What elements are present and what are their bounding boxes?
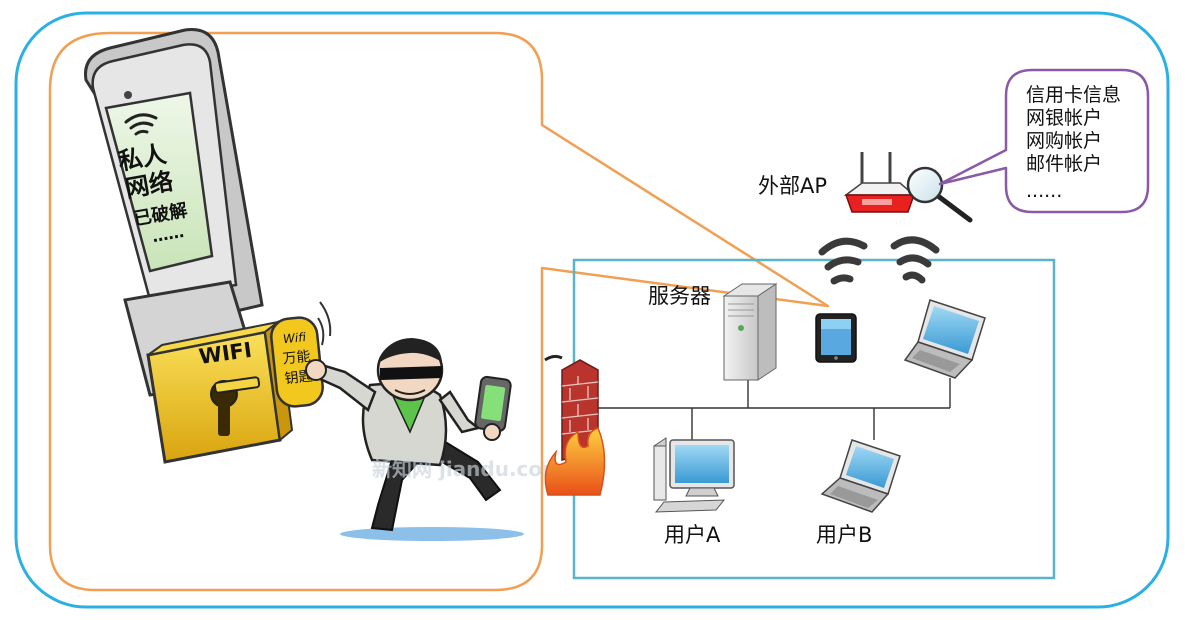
wifi-screen-icon — [124, 113, 158, 136]
tablet-icon — [815, 313, 857, 363]
callout-line-3: 网购帐户 — [1026, 130, 1102, 152]
phone-screen-text: 私人 网络 已破解 …… — [116, 140, 189, 246]
thief-figure — [305, 338, 524, 541]
desktop-computer-icon — [653, 437, 735, 513]
server-label: 服务器 — [648, 284, 711, 308]
internal-network-box — [572, 258, 1056, 580]
thief-phone-icon — [474, 375, 512, 441]
laptop-icon-ap — [903, 299, 986, 379]
callout-line-4: 邮件帐户 — [1026, 153, 1102, 175]
callout-line-5: ...... — [1026, 180, 1062, 202]
callout-line-2: 网银帐户 — [1026, 107, 1102, 129]
key-line-1: Wifi — [282, 330, 307, 346]
flame-icon — [544, 427, 606, 496]
stolen-info-callout — [938, 68, 1150, 214]
wifi-padlock: WIFI Wifi 万能 钥匙 — [146, 301, 332, 464]
ap-label: 外部AP — [758, 174, 827, 198]
server-icon — [722, 283, 778, 381]
thief-shadow — [340, 527, 524, 541]
wifi-signal-left-icon — [818, 237, 868, 285]
thief-mask — [380, 366, 442, 380]
key-line-2: 万能 — [282, 349, 312, 368]
wifi-signal-right-icon — [890, 236, 940, 284]
user-a-label: 用户A — [664, 523, 721, 547]
outer-frame — [14, 11, 1170, 609]
magnifier-icon — [906, 166, 973, 223]
network-wiring — [598, 378, 951, 440]
firewall-cable — [544, 354, 563, 362]
master-key-tag — [270, 316, 324, 408]
callout-line-1: 信用卡信息 — [1026, 84, 1121, 106]
laptop-icon-user-b — [820, 439, 901, 513]
attack-illustration-bubble — [48, 31, 830, 592]
keyhole-icon — [210, 376, 261, 436]
watermark-text: 新知网 jiandu.com — [372, 457, 563, 481]
external-ap-router-icon — [843, 152, 917, 213]
user-b-label: 用户B — [816, 523, 872, 547]
firewall-icon — [544, 359, 606, 496]
